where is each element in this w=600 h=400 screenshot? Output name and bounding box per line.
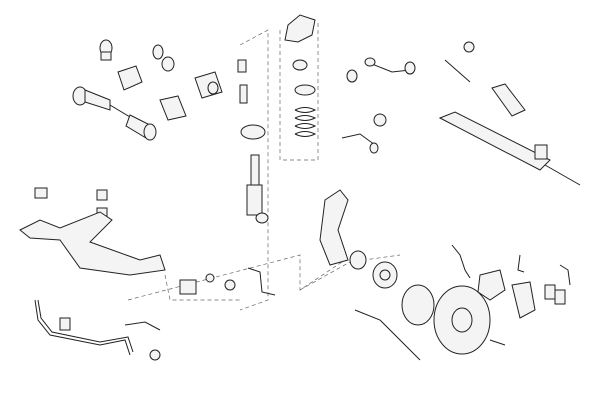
track-control-links bbox=[179, 267, 276, 296]
upper-control-arms bbox=[341, 57, 416, 154]
brake-disc bbox=[401, 284, 506, 355]
steering-knuckle bbox=[319, 189, 349, 266]
steering-rack bbox=[438, 41, 581, 186]
drive-shaft bbox=[72, 86, 157, 141]
stabilizer-bar bbox=[34, 299, 161, 361]
subframe bbox=[19, 187, 166, 276]
wheel-hub bbox=[349, 250, 398, 289]
strut-assembly bbox=[237, 14, 317, 224]
cv-boot-set bbox=[99, 39, 223, 121]
brake-caliper bbox=[354, 244, 571, 361]
